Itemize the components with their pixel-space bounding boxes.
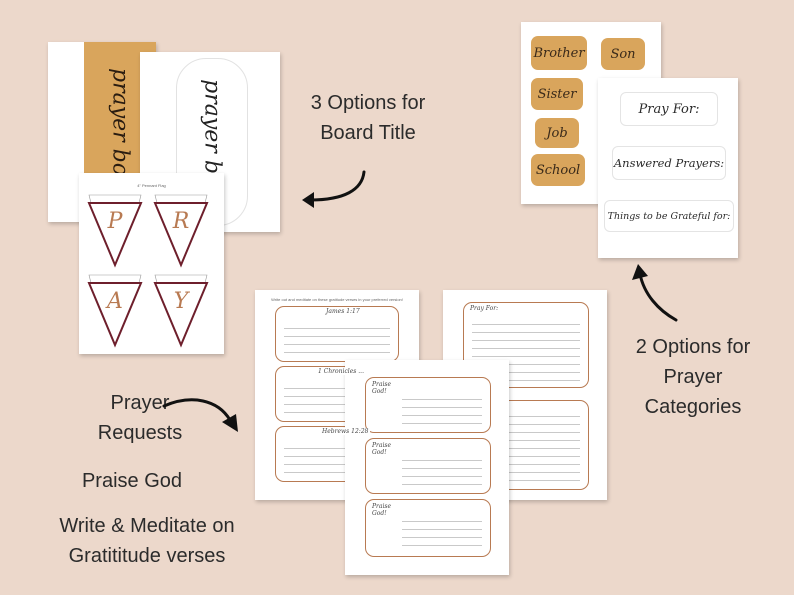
pennant-letter-p: P [107, 209, 123, 234]
pennant-r [153, 194, 209, 268]
caption-prayer-categories: 2 Options for Prayer Categories [635, 336, 751, 418]
chip-brother: Brother [531, 36, 587, 70]
pennant-a [87, 274, 143, 348]
chip-school: School [531, 154, 585, 186]
pennant-letter-y: Y [173, 289, 189, 314]
praise-label-1: Praise God! [370, 381, 400, 395]
caption-board-title: 3 Options for Board Title [310, 92, 426, 144]
category-answered-prayers: Answered Prayers: [612, 146, 726, 180]
verse-instructions: Write out and meditate on these gratitud… [271, 297, 403, 302]
verse-label-1: James 1:17 [324, 308, 362, 315]
chip-job: Job [535, 118, 579, 148]
verse-label-2: 1 Chronicles ... [316, 368, 366, 375]
praise-box-3: Praise God! [365, 499, 491, 557]
praise-god-sheet: Praise God! Praise God! Praise God! [345, 360, 509, 575]
pennant-p [87, 194, 143, 268]
arrow-board-title [302, 170, 366, 208]
pennant-flag-card: 4" Pennant Flag P R A Y [79, 173, 224, 354]
chip-sister: Sister [531, 78, 583, 110]
verse-box-1: James 1:17 [275, 306, 399, 362]
category-pray-for: Pray For: [620, 92, 718, 126]
arrow-prayer-requests [162, 398, 238, 432]
pennant-header: 4" Pennant Flag [137, 183, 166, 188]
praise-label-2: Praise God! [370, 442, 400, 456]
category-grateful-for: Things to be Grateful for: [604, 200, 734, 232]
pray-for-label: Pray For: [468, 305, 501, 312]
category-boxes-card: Pray For: Answered Prayers: Things to be… [598, 78, 738, 258]
caption-prayer-requests: Prayer Requests [97, 392, 183, 444]
caption-gratitude-verses: Write & Meditate on Gratititude verses [59, 515, 235, 567]
praise-box-1: Praise God! [365, 377, 491, 433]
chip-son: Son [601, 38, 645, 70]
pennant-y [153, 274, 209, 348]
praise-label-3: Praise God! [370, 503, 400, 517]
pennant-flags [87, 194, 209, 348]
pennant-letter-a: A [107, 289, 123, 314]
arrow-prayer-categories [632, 264, 678, 322]
praise-box-2: Praise God! [365, 438, 491, 494]
caption-praise-god: Praise God [81, 470, 183, 492]
verse-label-3: Hebrews 12:28 [320, 428, 371, 435]
pennant-letter-r: R [172, 209, 190, 234]
